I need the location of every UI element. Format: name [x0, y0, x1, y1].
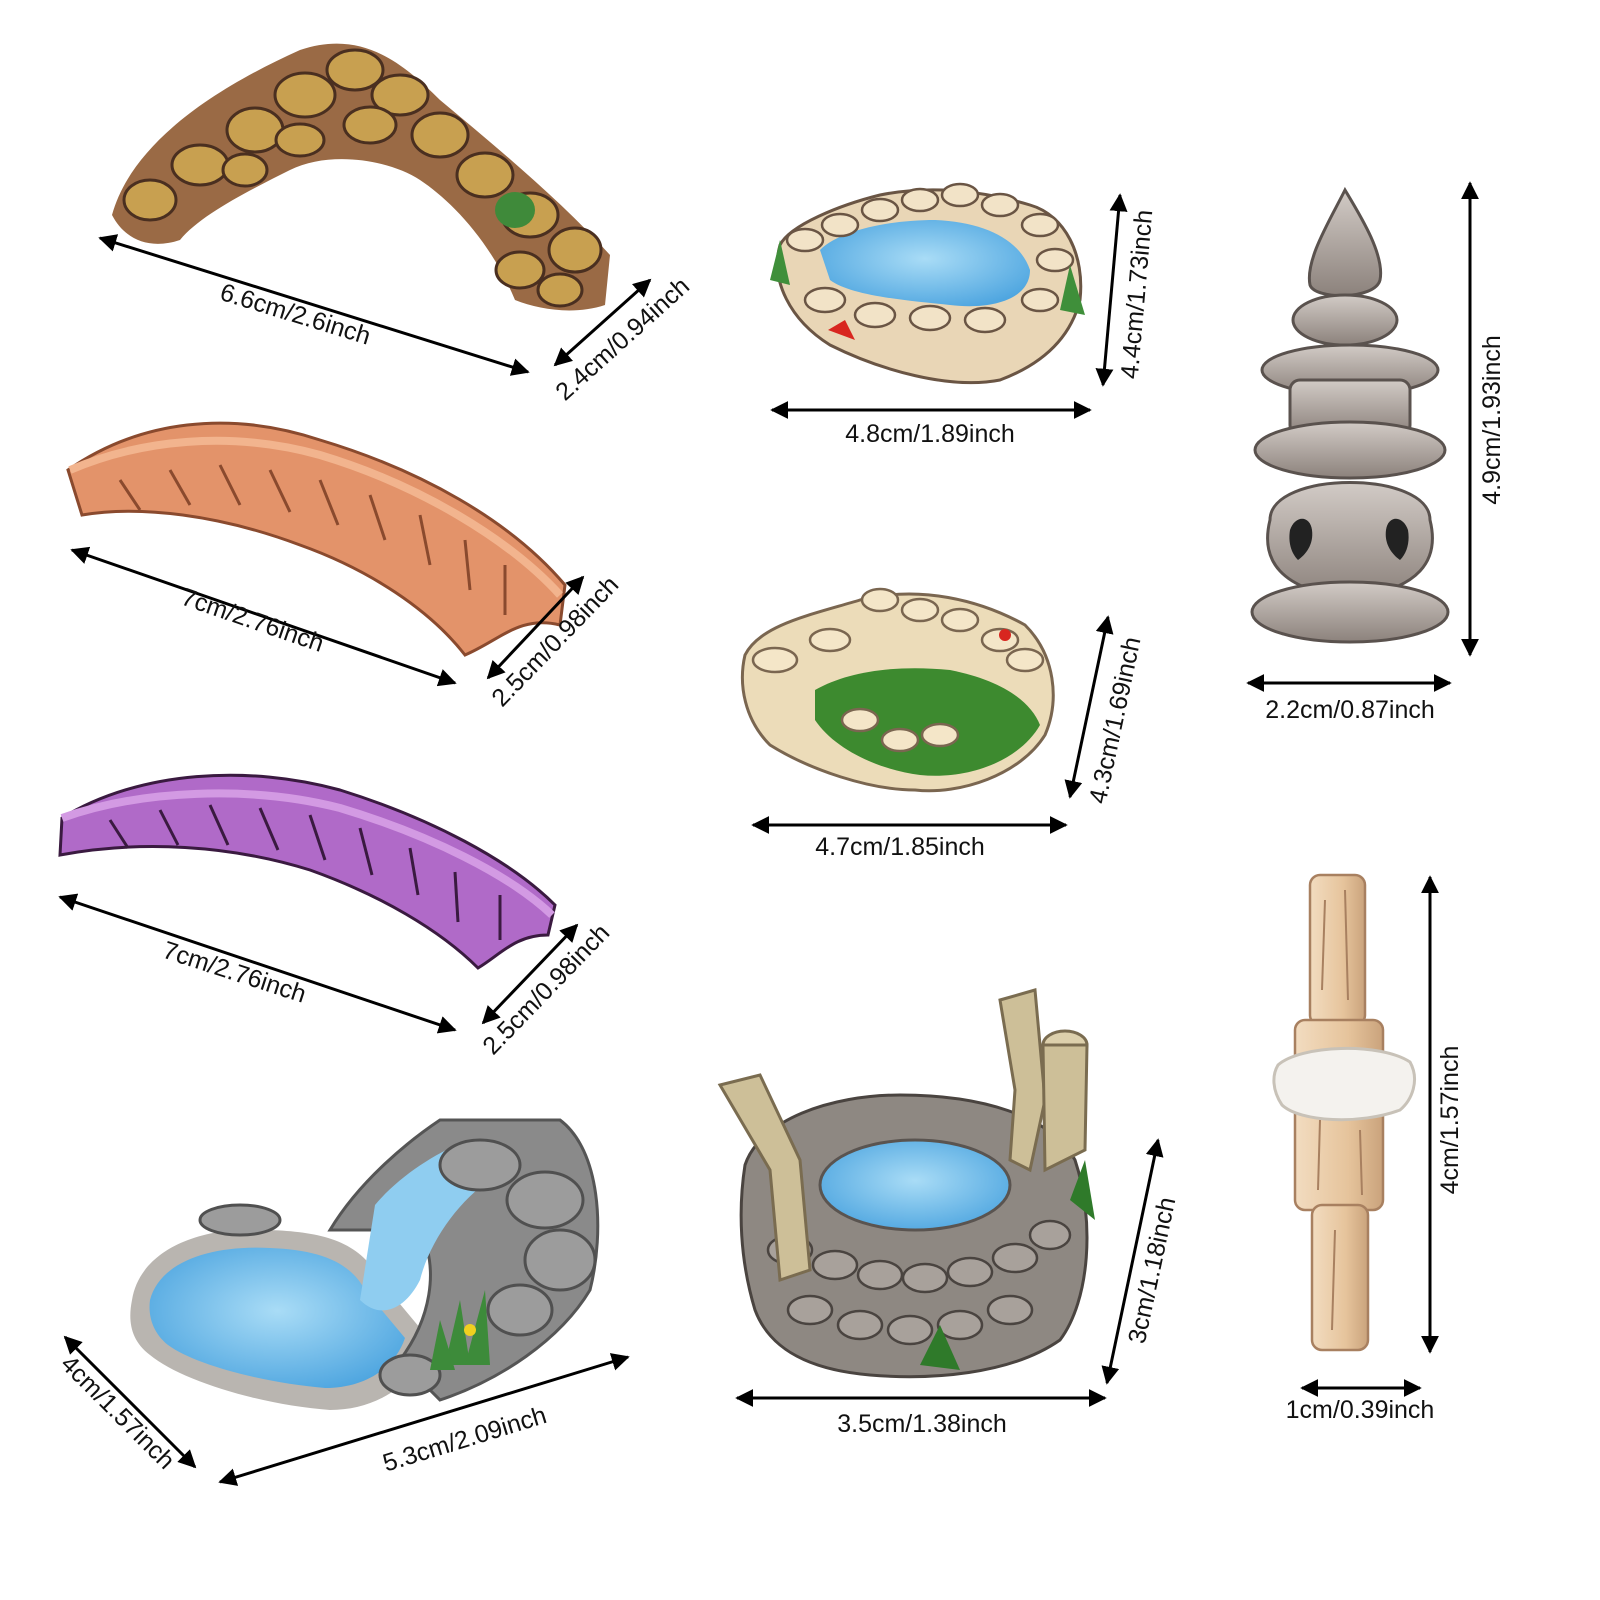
label-grass-patch-height: 4.3cm/1.69inch	[1084, 635, 1147, 807]
label-lantern-height: 4.9cm/1.93inch	[1478, 335, 1506, 505]
label-log-pond-height: 4.4cm/1.73inch	[1116, 209, 1159, 380]
stone-lantern-tower	[1250, 186, 1450, 644]
label-waterfall-pond-width: 4cm/1.57inch	[55, 1350, 180, 1475]
wood-post	[1272, 873, 1416, 1352]
dimension-arrows	[58, 181, 1479, 1486]
log-grass-patch	[740, 587, 1055, 793]
label-post-height: 4cm/1.57inch	[1436, 1046, 1464, 1195]
label-orange-bridge-length: 7cm/2.76inch	[178, 583, 328, 658]
label-log-pond-length: 4.8cm/1.89inch	[845, 420, 1015, 448]
purple-wood-bridge	[58, 773, 557, 970]
label-grass-patch-length: 4.7cm/1.85inch	[815, 833, 985, 861]
stone-well	[717, 988, 1095, 1379]
label-post-width: 1cm/0.39inch	[1286, 1396, 1435, 1424]
log-pond	[770, 182, 1085, 385]
waterfall-pond	[130, 1118, 600, 1410]
label-stone-well-length: 3.5cm/1.38inch	[837, 1410, 1007, 1438]
orange-wood-bridge	[66, 421, 567, 657]
label-waterfall-pond-length: 5.3cm/2.09inch	[379, 1401, 549, 1477]
label-lantern-width: 2.2cm/0.87inch	[1265, 696, 1435, 724]
label-stone-bridge-length: 6.6cm/2.6inch	[217, 278, 374, 350]
stone-arch-bridge	[112, 43, 610, 311]
